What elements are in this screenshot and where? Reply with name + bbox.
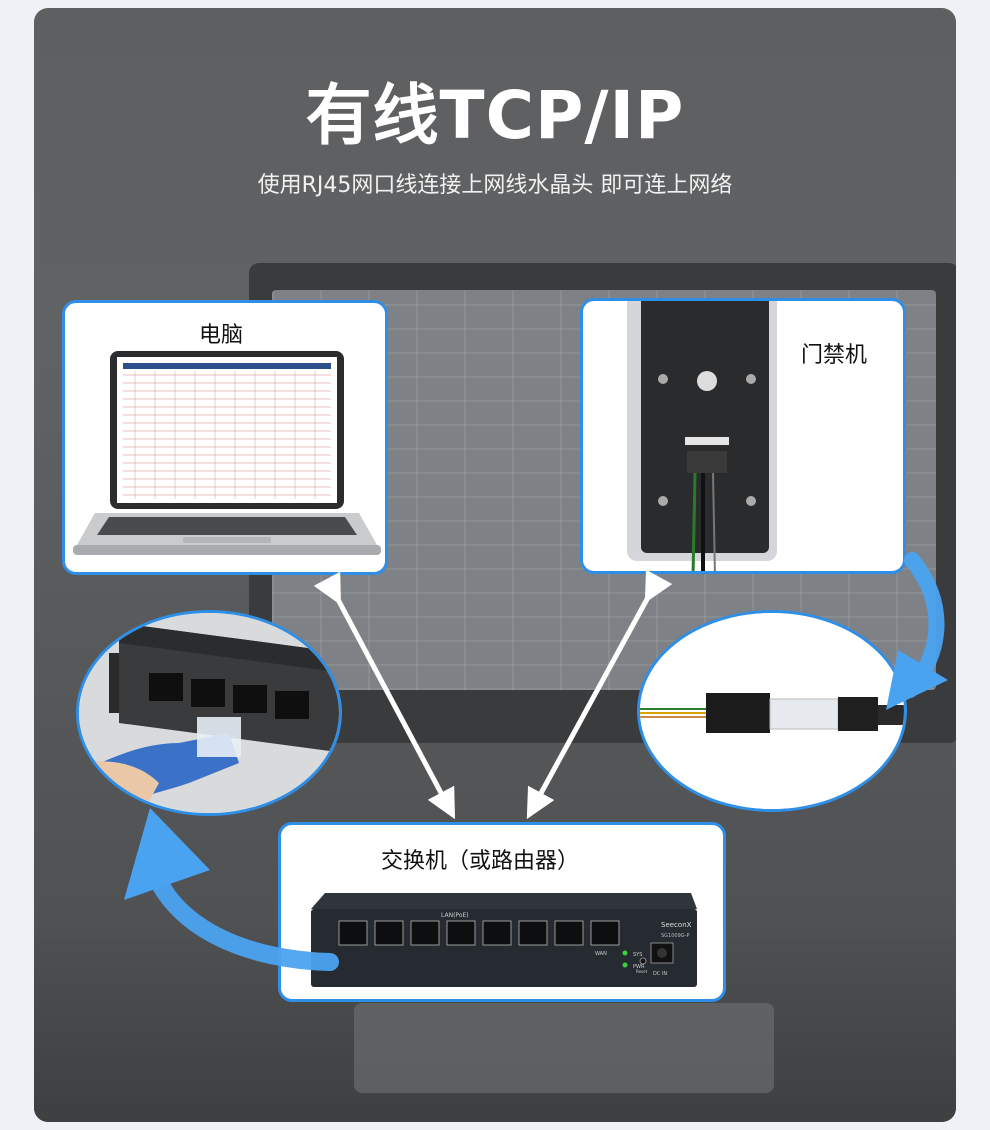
access-control-card: 门禁机 <box>580 298 906 574</box>
switch-port-closeup <box>76 610 342 816</box>
switch-model: SG1009G-P <box>661 933 689 939</box>
computer-card: 电脑 <box>62 300 388 575</box>
switch-brand: SeeconX <box>661 921 692 929</box>
page-title: 有线TCP/IP <box>0 62 990 158</box>
cable-connector-closeup <box>637 610 907 812</box>
reset-label: Reset <box>636 969 648 974</box>
switch-label: 交换机（或路由器） <box>381 843 579 875</box>
dc-in-label: DC IN <box>653 971 667 977</box>
access-control-device-image <box>623 301 823 574</box>
network-switch-image: LAN(PoE) SYS PWR Reset DC IN WAN SeeconX… <box>281 883 726 1002</box>
lan-poe-label: LAN(PoE) <box>441 912 469 919</box>
cable-connector-image <box>640 613 907 812</box>
rj45-plug-image <box>79 613 342 816</box>
laptop-image <box>65 345 388 575</box>
wan-label: WAN <box>595 951 607 957</box>
access-control-label: 门禁机 <box>801 337 867 369</box>
sys-led-label: SYS <box>633 952 642 958</box>
page-subtitle: 使用RJ45网口线连接上网线水晶头 即可连上网络 <box>0 167 990 199</box>
background-keyboard <box>354 1003 774 1093</box>
switch-card: 交换机（或路由器） LAN(PoE) SYS PWR Reset DC IN W… <box>278 822 726 1002</box>
